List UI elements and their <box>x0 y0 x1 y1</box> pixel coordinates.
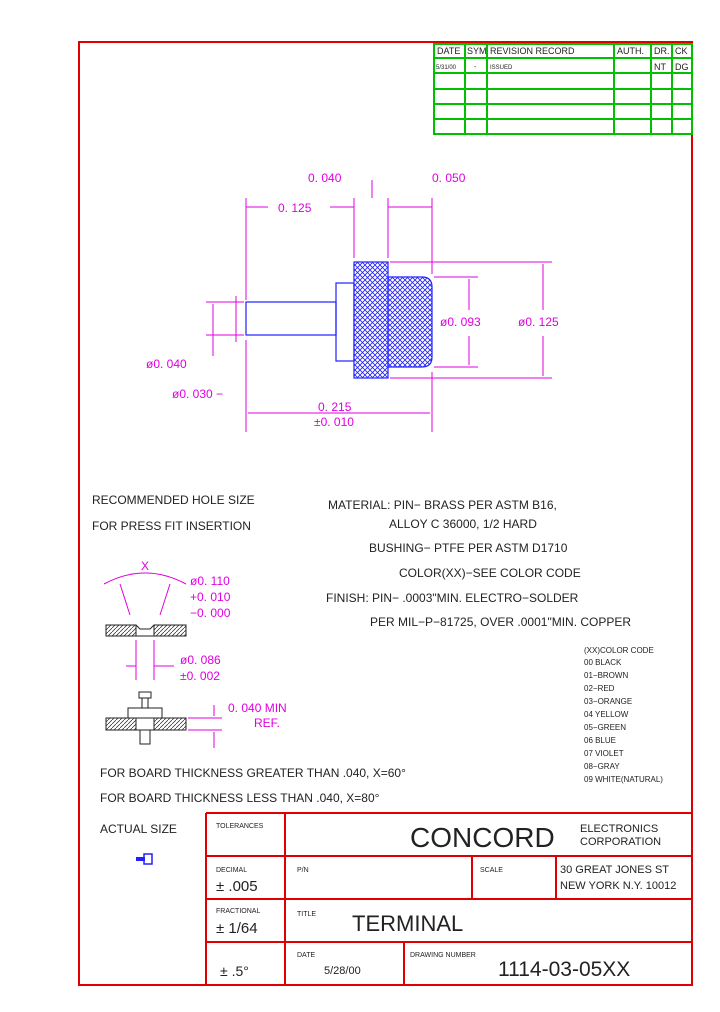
hole-plus-tol: +0. 010 <box>190 590 231 604</box>
note-hole-size-1: RECOMMENDED HOLE SIZE <box>92 493 255 507</box>
color-code-item: 05−GREEN <box>584 723 626 732</box>
hole-x-label: X <box>141 559 149 573</box>
fractional-value: ± 1/64 <box>216 920 258 937</box>
board-min-thickness: 0. 040 MIN <box>228 701 287 715</box>
dim-dia-body: ø0. 093 <box>440 315 481 329</box>
company-line-2: ELECTRONICS <box>580 823 658 835</box>
pn-label: P/N <box>297 867 309 874</box>
color-code-item: 09 WHITE(NATURAL) <box>584 775 663 784</box>
address-line-1: 30 GREAT JONES ST <box>560 864 669 876</box>
rev-row-ck: DG <box>675 62 689 72</box>
part-dimension-lines <box>206 180 552 432</box>
date-label: DATE <box>297 952 315 959</box>
bushing-head <box>353 261 389 379</box>
color-code-item: 03−ORANGE <box>584 697 632 706</box>
title-block <box>205 812 692 985</box>
color-code-title: (XX)COLOR CODE <box>584 646 654 655</box>
actual-size-icon <box>136 853 153 865</box>
rev-header-date: DATE <box>437 46 460 56</box>
company-line-3: CORPORATION <box>580 836 661 848</box>
dim-dia-head: ø0. 125 <box>518 315 559 329</box>
sheet-border <box>78 41 693 986</box>
actual-size-label: ACTUAL SIZE <box>100 822 177 836</box>
pin-collar <box>335 282 355 362</box>
color-code-item: 04 YELLOW <box>584 710 629 719</box>
rev-row-dr: NT <box>654 62 666 72</box>
hole-minus-tol: −0. 000 <box>190 606 231 620</box>
drawing-number: 1114-03-05XX <box>498 958 630 981</box>
color-code-item: 06 BLUE <box>584 736 616 745</box>
dim-top-right: 0. 050 <box>432 171 466 185</box>
tolerances-label: TOLERANCES <box>216 823 264 830</box>
decimal-value: ± .005 <box>216 878 258 895</box>
address-line-2: NEW YORK N.Y. 10012 <box>560 880 676 892</box>
revision-block: DATE SYM REVISION RECORD AUTH. DR. CK 5/… <box>433 43 693 135</box>
note-hole-size-2: FOR PRESS FIT INSERTION <box>92 519 251 533</box>
color-code-item: 01−BROWN <box>584 671 628 680</box>
pin-dia: ø0. 086 <box>180 653 221 667</box>
angular-value: ± .5° <box>220 963 249 979</box>
rev-row-date: 5/31/00 <box>436 65 457 71</box>
dim-overall-tol: ±0. 010 <box>314 415 354 429</box>
dim-overall-length: 0. 215 <box>318 400 352 414</box>
company-name: CONCORD <box>410 822 555 853</box>
title-label: TITLE <box>297 911 316 918</box>
color-code-item: 07 VIOLET <box>584 749 624 758</box>
note-board-2: FOR BOARD THICKNESS LESS THAN .040, X=80… <box>100 791 380 805</box>
dim-dia-pin: ø0. 040 <box>146 357 187 371</box>
pin-shank <box>245 301 337 336</box>
dim-top-left: 0. 040 <box>308 171 342 185</box>
color-code-item: 02−RED <box>584 684 615 693</box>
rev-row-sym: - <box>474 64 477 71</box>
dim-pin-length: 0. 125 <box>278 201 312 215</box>
note-material-3: BUSHING− PTFE PER ASTM D1710 <box>369 541 568 555</box>
scale-label: SCALE <box>480 867 503 874</box>
hole-detail-view <box>103 572 222 748</box>
pin-dia-tol: ±0. 002 <box>180 669 220 683</box>
color-code-item: 00 BLACK <box>584 658 622 667</box>
color-code-item: 08−GRAY <box>584 762 620 771</box>
rev-header-dr: DR. <box>654 46 670 56</box>
hole-dia: ø0. 110 <box>190 574 230 588</box>
color-code-table: (XX)COLOR CODE 00 BLACK 01−BROWN 02−RED … <box>584 646 663 784</box>
rev-header-record: REVISION RECORD <box>490 46 575 56</box>
board-ref: REF. <box>254 716 280 730</box>
note-material-2: ALLOY C 36000, 1/2 HARD <box>389 517 537 531</box>
rev-row-record: ISSUED <box>490 65 513 71</box>
title-value: TERMINAL <box>352 911 463 936</box>
note-finish-1: FINISH: PIN− .0003"MIN. ELECTRO−SOLDER <box>326 591 579 605</box>
rev-header-sym: SYM <box>467 46 487 56</box>
date-value: 5/28/00 <box>324 965 361 977</box>
note-finish-2: PER MIL−P−81725, OVER .0001"MIN. COPPER <box>370 615 631 629</box>
dim-dia-tip: ø0. 030 − <box>172 387 223 401</box>
rev-header-ck: CK <box>675 46 688 56</box>
bushing-body <box>387 276 433 368</box>
note-material-1: MATERIAL: PIN− BRASS PER ASTM B16, <box>328 498 557 512</box>
rev-header-auth: AUTH. <box>617 46 644 56</box>
decimal-label: DECIMAL <box>216 867 247 874</box>
note-board-1: FOR BOARD THICKNESS GREATER THAN .040, X… <box>100 766 406 780</box>
fractional-label: FRACTIONAL <box>216 908 260 915</box>
terminal-part-view <box>245 261 433 379</box>
note-material-4: COLOR(XX)−SEE COLOR CODE <box>399 566 581 580</box>
drawing-number-label: DRAWING NUMBER <box>410 952 476 959</box>
